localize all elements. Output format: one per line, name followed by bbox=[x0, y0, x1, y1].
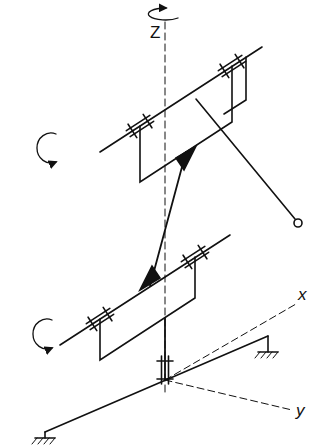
x-axis bbox=[165, 304, 296, 380]
arm-bracket bbox=[224, 57, 246, 114]
gusset bbox=[176, 146, 196, 170]
ground bbox=[35, 437, 55, 439]
rotation-arrow bbox=[33, 319, 52, 349]
ground bbox=[258, 351, 278, 353]
upper-joint-axis bbox=[100, 47, 262, 152]
middle-link bbox=[150, 152, 186, 286]
mechanism bbox=[32, 8, 302, 444]
end-point bbox=[294, 219, 302, 227]
rotation-arrow bbox=[37, 133, 56, 163]
lower-joint-axis bbox=[60, 235, 230, 345]
axis-label: Z bbox=[150, 24, 160, 41]
base-frame bbox=[45, 336, 268, 432]
axis-label: x bbox=[298, 286, 307, 303]
upper-fork bbox=[140, 66, 232, 182]
end-arm bbox=[196, 99, 295, 219]
z-axis bbox=[165, 22, 166, 395]
rotation-arrow bbox=[148, 8, 178, 20]
axis-label: y bbox=[296, 402, 305, 419]
post bbox=[164, 318, 166, 380]
y-axis bbox=[165, 380, 292, 410]
base-leg bbox=[44, 432, 46, 438]
lower-fork bbox=[100, 257, 195, 360]
ground-hatch bbox=[255, 352, 278, 358]
base-leg bbox=[267, 336, 269, 352]
ground-hatch bbox=[32, 438, 55, 444]
